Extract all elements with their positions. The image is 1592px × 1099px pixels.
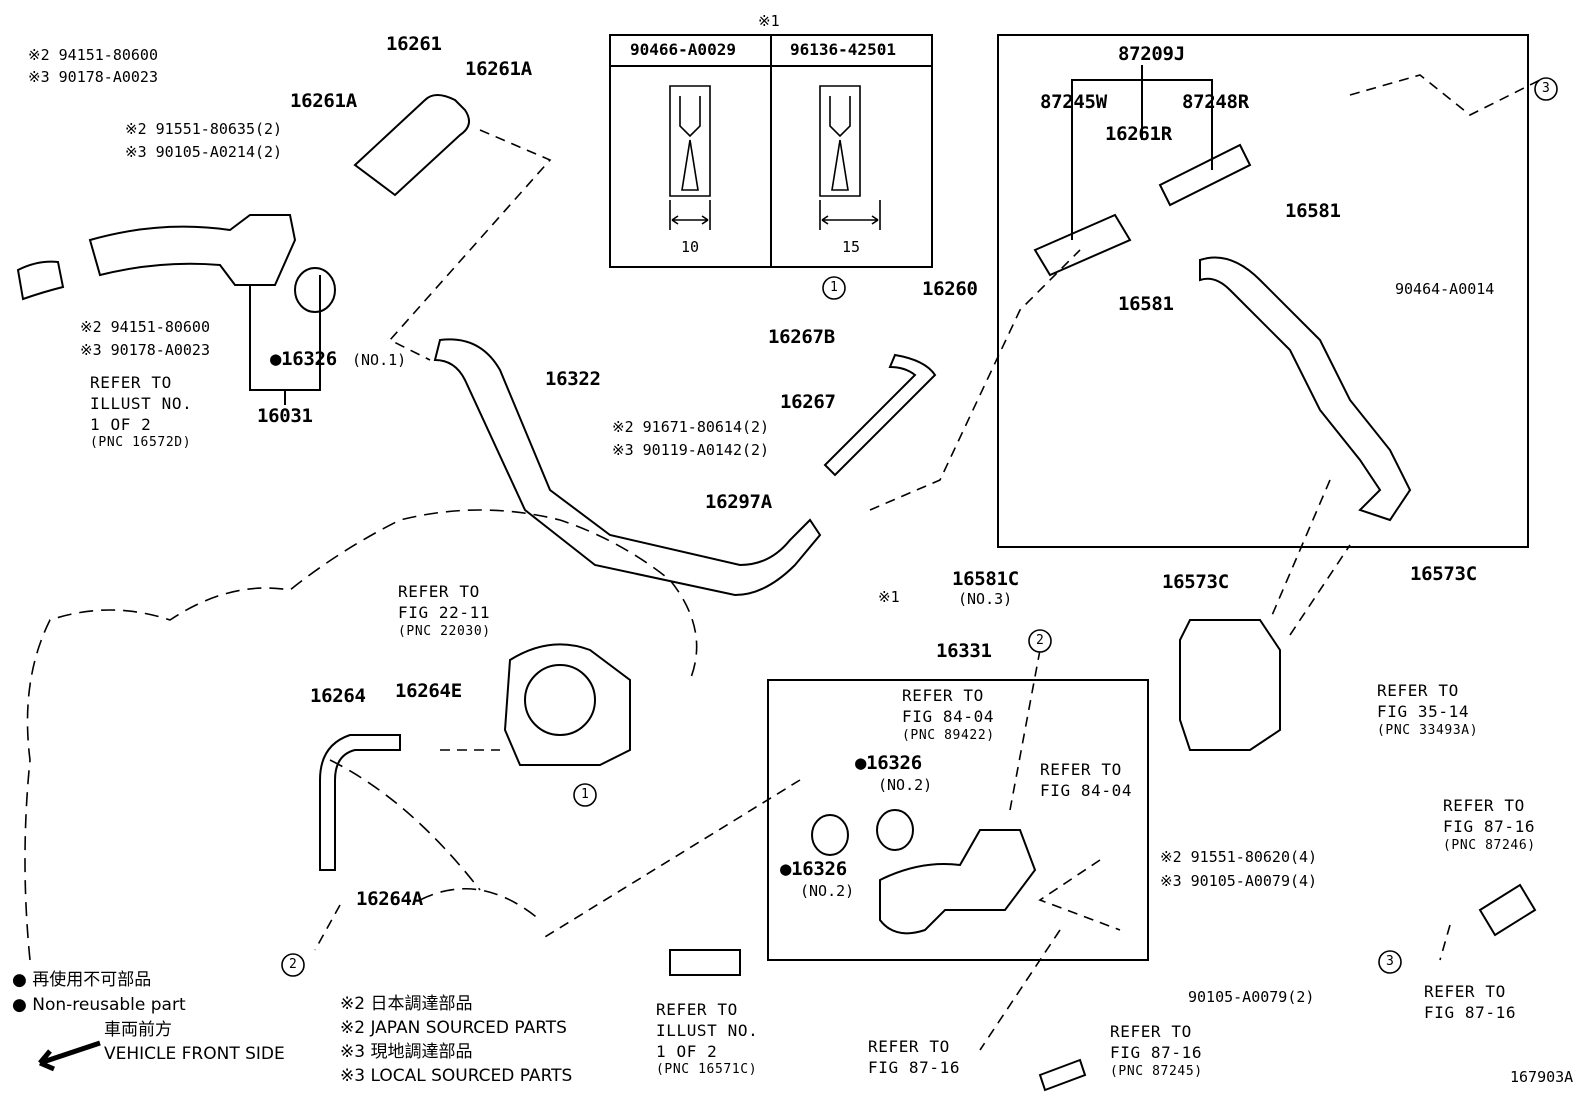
part-16267B: 16267B bbox=[768, 326, 835, 348]
part-16031: 16031 bbox=[257, 405, 313, 427]
part-16326-no1-tag: (NO.1) bbox=[352, 351, 407, 369]
table-col1-dim: 10 bbox=[681, 238, 700, 256]
pipe-16322 bbox=[433, 338, 822, 597]
water-inlet-housing bbox=[879, 829, 1037, 935]
part-16322: 16322 bbox=[545, 368, 601, 390]
part-16581-a: 16581 bbox=[1285, 200, 1341, 222]
legend-x3-en: ※3 LOCAL SOURCED PARTS bbox=[340, 1066, 573, 1086]
fastener-br-3: ※3 90105-A0079(4) bbox=[1160, 872, 1318, 890]
o-ring-16326-no2-a bbox=[811, 814, 849, 856]
fastener-bolt-3: ※3 90119-A0142(2) bbox=[612, 441, 770, 459]
part-16326-no2-b: ●16326 bbox=[780, 858, 847, 880]
part-16573C-a: 16573C bbox=[1162, 571, 1229, 593]
assembly-box-16331 bbox=[767, 679, 1149, 961]
fastener-br-2: ※2 91551-80620(4) bbox=[1160, 848, 1318, 866]
part-16261: 16261 bbox=[386, 33, 442, 55]
part-16264A: 16264A bbox=[356, 888, 423, 910]
o-ring-16326-no2-b bbox=[876, 809, 914, 851]
fastener-ml-2: ※2 94151-80600 bbox=[80, 318, 210, 336]
legend-x2-jp: ※2 日本調達部品 bbox=[340, 994, 473, 1014]
leader-lines bbox=[314, 74, 1541, 1051]
fastener-tl-2: ※2 94151-80600 bbox=[28, 46, 158, 64]
part-16297A: 16297A bbox=[705, 491, 772, 513]
figure-id: 167903A bbox=[1510, 1068, 1574, 1086]
engine-outline bbox=[24, 509, 698, 961]
circle-1-top: 1 bbox=[830, 280, 838, 295]
hose-right-87246 bbox=[1478, 883, 1537, 937]
legend-nonreuse-jp: ● 再使用不可部品 bbox=[12, 970, 152, 990]
table-frame bbox=[609, 34, 933, 268]
part-16267: 16267 bbox=[780, 391, 836, 413]
throttle-body bbox=[503, 643, 631, 766]
table-note-x1: ※1 bbox=[758, 12, 780, 30]
hose-left-stub bbox=[16, 260, 65, 301]
part-16264E: 16264E bbox=[395, 680, 462, 702]
part-16573C-b: 16573C bbox=[1410, 563, 1477, 585]
pipe-87248R bbox=[1158, 143, 1252, 207]
callout-circles bbox=[281, 77, 1558, 977]
part-90464-A0014: 90464-A0014 bbox=[1395, 280, 1495, 298]
part-87209J: 87209J bbox=[1118, 43, 1185, 65]
part-16261A-left: 16261A bbox=[290, 90, 357, 112]
hose-87245W bbox=[1033, 213, 1132, 277]
fastener-tl-3: ※3 90178-A0023 bbox=[28, 68, 158, 86]
part-87248R: 87248R bbox=[1182, 91, 1249, 113]
part-16261R: 16261R bbox=[1105, 123, 1172, 145]
circle-2-mid: 2 bbox=[1036, 633, 1044, 648]
part-16326-no2-a-tag: (NO.2) bbox=[878, 776, 933, 794]
fastener-ml-3: ※3 90178-A0023 bbox=[80, 341, 210, 359]
water-outlet-16031 bbox=[88, 214, 297, 286]
legend-front-en: VEHICLE FRONT SIDE bbox=[104, 1044, 285, 1064]
part-16581C: 16581C bbox=[952, 568, 1019, 590]
part-16581-b: 16581 bbox=[1118, 293, 1174, 315]
circle-3-top: 3 bbox=[1542, 81, 1550, 96]
fastener-bolt-2: ※2 91671-80614(2) bbox=[612, 418, 770, 436]
hose-bottom-87245 bbox=[1038, 1058, 1087, 1092]
hose-assembly-87209J bbox=[1199, 256, 1412, 522]
fastener-tl2-3: ※3 90105-A0214(2) bbox=[125, 143, 283, 161]
part-87245W: 87245W bbox=[1040, 91, 1107, 113]
legend-x3-jp: ※3 現地調達部品 bbox=[340, 1042, 473, 1062]
part-16326-no1: ●16326 bbox=[270, 348, 337, 370]
part-90105-A0079-2: 90105-A0079(2) bbox=[1188, 988, 1315, 1006]
table-col1-part: 90466-A0029 bbox=[630, 40, 736, 59]
o-ring-16326-no1 bbox=[294, 267, 336, 313]
table-col2-dim: 15 bbox=[842, 238, 861, 256]
assembly-box-87209J bbox=[997, 34, 1529, 548]
circle-2-bottom: 2 bbox=[289, 957, 297, 972]
hose-bottom-16571C bbox=[669, 949, 741, 976]
front-arrow-icon bbox=[38, 1040, 101, 1072]
oil-cooler bbox=[1179, 619, 1281, 751]
part-16331: 16331 bbox=[936, 640, 992, 662]
hose-16267 bbox=[823, 353, 937, 477]
legend-x2-en: ※2 JAPAN SOURCED PARTS bbox=[340, 1018, 567, 1038]
table-col2-part: 96136-42501 bbox=[790, 40, 896, 59]
part-16581C-tag: (NO.3) bbox=[958, 590, 1013, 608]
hose-16264 bbox=[319, 734, 401, 871]
legend-front-jp: 車両前方 bbox=[104, 1020, 172, 1040]
circle-1-bottom: 1 bbox=[581, 787, 589, 802]
x1-mark: ※1 bbox=[878, 588, 900, 606]
part-16261A-top: 16261A bbox=[465, 58, 532, 80]
part-16326-no2-a: ●16326 bbox=[855, 752, 922, 774]
part-16260: 16260 bbox=[922, 278, 978, 300]
part-16326-no2-b-tag: (NO.2) bbox=[800, 882, 855, 900]
hose-16261 bbox=[353, 94, 470, 197]
part-16264: 16264 bbox=[310, 685, 366, 707]
circle-3-bottom: 3 bbox=[1386, 954, 1394, 969]
fastener-tl2-2: ※2 91551-80635(2) bbox=[125, 120, 283, 138]
legend-nonreuse-en: ● Non-reusable part bbox=[12, 995, 186, 1015]
